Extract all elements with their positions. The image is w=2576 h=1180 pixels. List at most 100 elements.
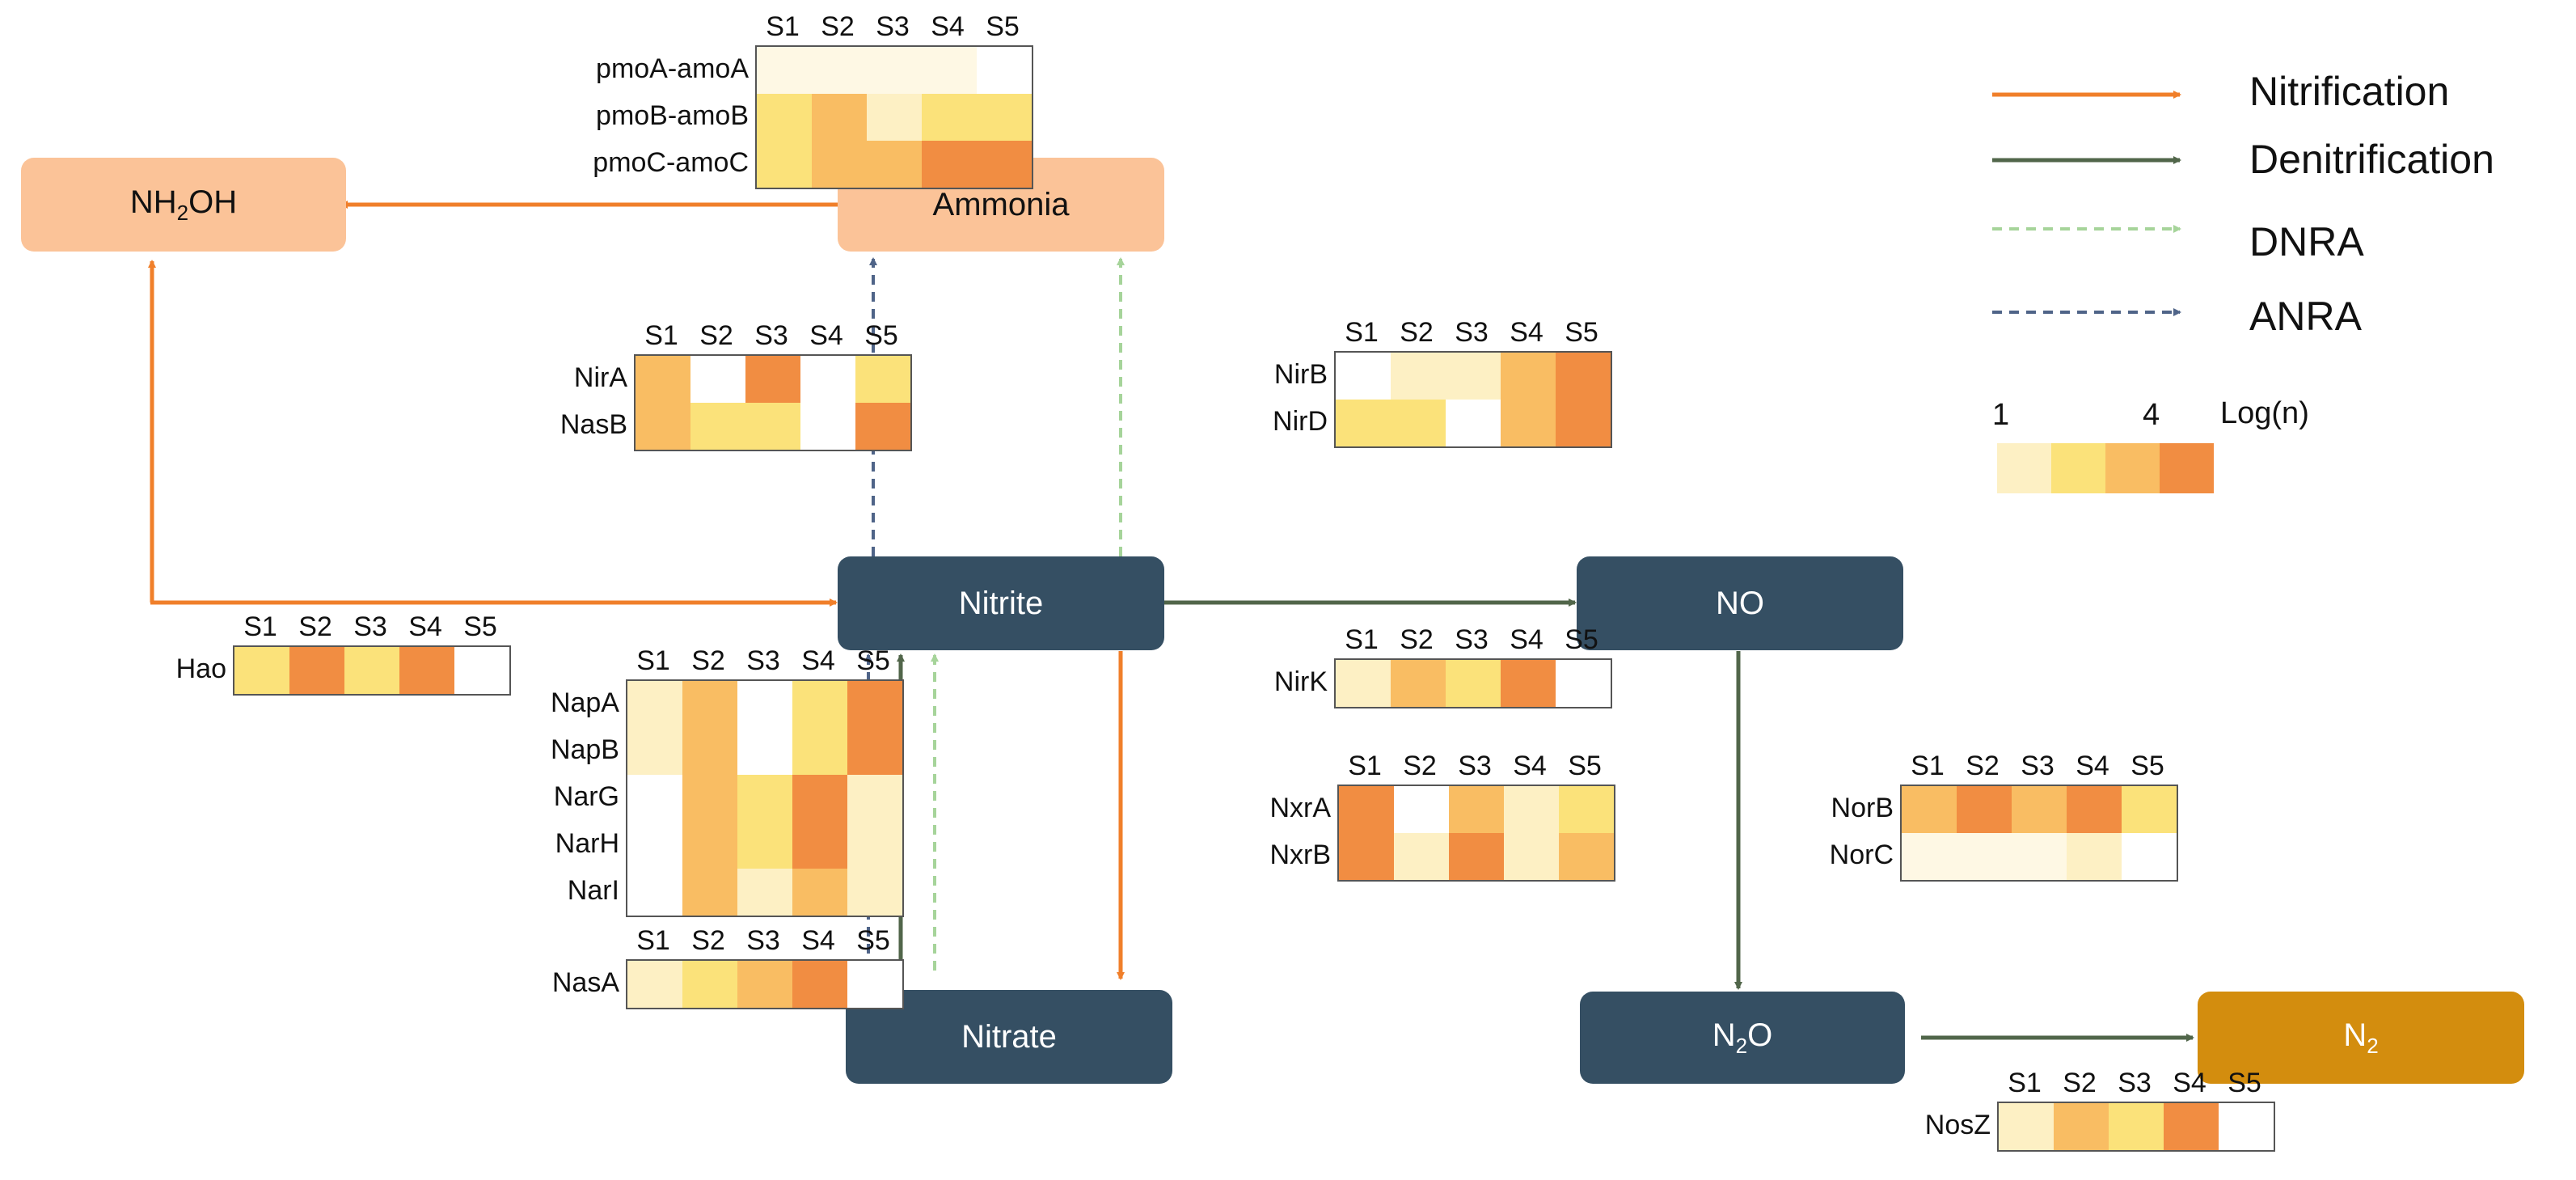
row-label: NxrB bbox=[1269, 840, 1331, 870]
column-label: S3 bbox=[1455, 317, 1489, 348]
column-label: S3 bbox=[353, 611, 387, 642]
column-label: S2 bbox=[1403, 751, 1437, 781]
node-n2-label: N2 bbox=[2343, 1017, 2379, 1058]
heatmap-grid bbox=[1997, 1102, 2275, 1152]
heatmap-cell bbox=[627, 775, 682, 822]
color-scale-bar bbox=[1997, 443, 2214, 493]
node-n2o-label: N2O bbox=[1712, 1017, 1773, 1058]
heatmap-cell bbox=[737, 681, 792, 728]
scale-unit-label: Log(n) bbox=[2220, 396, 2309, 430]
node-nitrite: Nitrite bbox=[838, 556, 1164, 650]
column-label: S1 bbox=[636, 925, 670, 956]
heatmap-cell bbox=[855, 356, 910, 403]
heatmap-cell bbox=[2122, 833, 2177, 880]
column-label: S2 bbox=[1400, 624, 1434, 655]
heatmap-cell bbox=[800, 403, 855, 450]
heatmap-cell bbox=[977, 94, 1032, 141]
heatmap-cell bbox=[690, 356, 745, 403]
column-label: S5 bbox=[986, 11, 1020, 42]
heatmap-cell bbox=[627, 728, 682, 775]
heatmap-grid bbox=[1337, 785, 1615, 882]
node-nitrate-label: Nitrate bbox=[961, 1018, 1057, 1055]
heatmap-cell bbox=[867, 141, 922, 188]
heatmap-cell bbox=[1336, 660, 1391, 707]
column-label: S4 bbox=[809, 320, 843, 351]
node-ammonia-label: Ammonia bbox=[932, 186, 1070, 222]
heatmap-cell bbox=[682, 728, 737, 775]
column-label: S1 bbox=[2008, 1068, 2042, 1098]
column-label: S4 bbox=[1510, 317, 1543, 348]
scale-swatch bbox=[1997, 443, 2051, 493]
heatmap-cell bbox=[1446, 400, 1501, 446]
column-label: S3 bbox=[1458, 751, 1492, 781]
heatmap-cell bbox=[847, 775, 902, 822]
heatmap-cell bbox=[234, 647, 289, 694]
column-label: S1 bbox=[243, 611, 277, 642]
column-label: S4 bbox=[1510, 624, 1543, 655]
column-label: S5 bbox=[856, 645, 890, 676]
column-label: S1 bbox=[766, 11, 800, 42]
column-label: S4 bbox=[931, 11, 965, 42]
heatmap-cell bbox=[2067, 786, 2122, 833]
column-label: S4 bbox=[1513, 751, 1547, 781]
scale-swatch bbox=[2105, 443, 2160, 493]
heatmap-cell bbox=[1339, 786, 1394, 833]
heatmap-cell bbox=[690, 403, 745, 450]
column-label: S5 bbox=[1565, 624, 1598, 655]
legend-label-anra: ANRA bbox=[2249, 294, 2362, 339]
column-label: S5 bbox=[1568, 751, 1602, 781]
row-label: NarI bbox=[567, 875, 619, 906]
heatmap-cell bbox=[847, 869, 902, 916]
column-label: S2 bbox=[298, 611, 332, 642]
heatmap-cell bbox=[812, 47, 867, 94]
column-label: S2 bbox=[699, 320, 733, 351]
heatmap-cell bbox=[922, 141, 977, 188]
row-label: NirK bbox=[1273, 666, 1328, 697]
row-label: pmoB-amoB bbox=[596, 100, 749, 131]
row-label: NarG bbox=[553, 781, 619, 812]
column-label: S2 bbox=[691, 645, 725, 676]
row-label: Hao bbox=[175, 653, 226, 684]
heatmap-grid bbox=[233, 645, 511, 696]
node-no-label: NO bbox=[1716, 585, 1764, 621]
column-label: S3 bbox=[746, 925, 780, 956]
heatmap-cell bbox=[1391, 400, 1446, 446]
column-label: S2 bbox=[2063, 1068, 2097, 1098]
heatmap-cell bbox=[812, 94, 867, 141]
heatmap-cell bbox=[745, 403, 800, 450]
heatmap-cell bbox=[627, 681, 682, 728]
heatmap-cell bbox=[1902, 786, 1957, 833]
node-n2o: N2O bbox=[1580, 992, 1905, 1084]
heatmap-cell bbox=[745, 356, 800, 403]
heatmap-cell bbox=[2012, 786, 2067, 833]
heatmap-cell bbox=[847, 822, 902, 869]
heatmap-cell bbox=[792, 681, 847, 728]
heatmap-cell bbox=[289, 647, 344, 694]
heatmap-cell bbox=[792, 961, 847, 1008]
column-label: S4 bbox=[408, 611, 442, 642]
heatmap-grid bbox=[1900, 785, 2178, 882]
column-label: S2 bbox=[821, 11, 855, 42]
row-label: NxrA bbox=[1269, 793, 1331, 823]
heatmap-cell bbox=[800, 356, 855, 403]
heatmap-grid bbox=[626, 679, 904, 917]
row-label: pmoC-amoC bbox=[593, 147, 749, 178]
column-label: S5 bbox=[864, 320, 898, 351]
heatmap-cell bbox=[737, 775, 792, 822]
column-label: S4 bbox=[801, 925, 835, 956]
heatmap-cell bbox=[454, 647, 509, 694]
column-label: S5 bbox=[2228, 1068, 2261, 1098]
heatmap-cell bbox=[1501, 400, 1556, 446]
node-n2: N2 bbox=[2198, 992, 2524, 1084]
heatmap-cell bbox=[855, 403, 910, 450]
heatmap-cell bbox=[1449, 833, 1504, 880]
heatmap-grid bbox=[755, 45, 1033, 189]
node-nh2oh-label: NH2OH bbox=[129, 184, 238, 225]
heatmap-cell bbox=[1449, 786, 1504, 833]
row-label: NirD bbox=[1273, 406, 1328, 437]
